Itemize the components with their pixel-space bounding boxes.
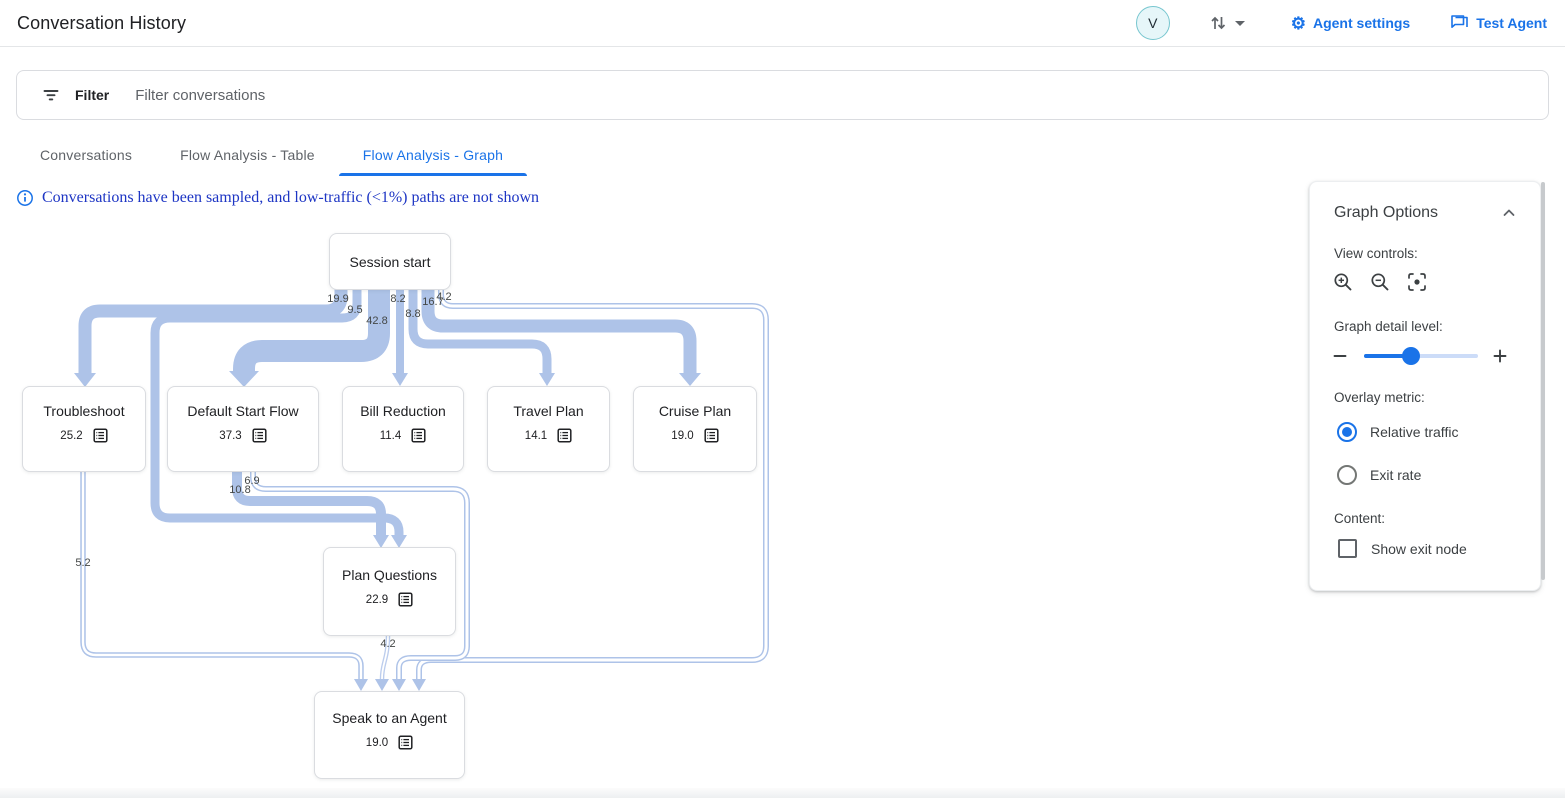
filter-label: Filter [75,87,110,103]
slider-thumb[interactable] [1401,347,1420,365]
arrowhead [229,371,259,387]
app-header: Conversation History V ⚙ Agent settings [0,0,1565,47]
edge-label: 9.5 [347,304,363,316]
agent-settings-button[interactable]: ⚙ Agent settings [1291,15,1410,32]
graph-detail-label: Graph detail level: [1334,319,1443,334]
import-export-icon [1211,16,1225,30]
arrowhead [679,373,701,386]
sort-order-button[interactable] [1208,13,1245,33]
node-traffic-value: 22.9 [365,593,389,606]
tab-flow-analysis-graph[interactable]: Flow Analysis - Graph [338,133,528,176]
graph-options-panel: Graph Options View controls: Graph detai… [1309,181,1541,591]
details-icon[interactable] [398,592,413,607]
node-traffic-value: 25.2 [60,429,83,442]
center-focus-button[interactable] [1406,271,1428,293]
edge-label: 19.9 [327,293,349,305]
gear-icon: ⚙ [1290,13,1306,33]
edge-troubleshoot-speak [80,470,364,679]
radio-icon [1337,422,1357,442]
detail-increase-button[interactable] [1492,348,1508,364]
arrowhead [74,373,96,387]
details-icon[interactable] [557,428,572,443]
slider-fill [1364,354,1411,358]
flow-node-cruise-plan[interactable]: Cruise Plan 19.0 [633,386,757,472]
edge-session-troubleshoot [78,288,348,373]
radio-relative-traffic[interactable]: Relative traffic [1337,422,1540,442]
edge-session-cruiseplan [421,288,697,373]
details-icon[interactable] [704,428,719,443]
checkbox-icon [1338,539,1357,558]
node-traffic-value: 19.0 [365,736,389,749]
radio-icon [1337,465,1357,485]
chat-icon [1451,15,1469,28]
flow-node-speak-to-an-agent[interactable]: Speak to an Agent 19.0 [314,691,465,779]
details-icon[interactable] [398,735,413,750]
edge-label: 5.2 [75,557,91,569]
notice-text: Conversations have been sampled, and low… [42,189,540,206]
overlay-metric-label: Overlay metric: [1334,390,1425,405]
filter-icon [41,85,61,105]
node-traffic-value: 11.4 [379,429,402,442]
edge-session-speak [416,288,769,679]
agent-settings-label: Agent settings [1312,15,1411,31]
tab-conversations[interactable]: Conversations [40,146,133,163]
arrowhead [354,679,368,691]
filter-bar[interactable]: Filter [16,70,1549,120]
zoom-out-button[interactable] [1369,271,1391,293]
arrowhead [392,373,408,386]
content-label: Content: [1334,511,1386,526]
collapse-panel-button[interactable] [1500,204,1518,222]
flow-node-troubleshoot[interactable]: Troubleshoot 25.2 [22,386,146,472]
flow-node-default-start-flow[interactable]: Default Start Flow 37.3 [167,386,319,472]
edge-label: 42.8 [366,315,388,327]
flow-node-plan-questions[interactable]: Plan Questions 22.9 [323,547,456,636]
flow-node-bill-reduction[interactable]: Bill Reduction 11.4 [342,386,464,472]
edge-label: 8.2 [390,293,406,305]
test-agent-label: Test Agent [1476,15,1547,31]
view-controls-label: View controls: [1334,246,1418,261]
details-icon[interactable] [93,428,108,443]
panel-title: Graph Options [1334,204,1439,221]
edge-label: 8.8 [405,308,421,320]
radio-exit-rate[interactable]: Exit rate [1337,465,1540,485]
scrollbar[interactable] [1541,182,1545,580]
arrowhead [392,679,406,691]
details-icon[interactable] [252,428,267,443]
flow-node-session-start[interactable]: Session start [329,233,451,290]
edge-session-defaultstartflow [233,288,390,380]
tab-bar: Conversations Flow Analysis - Table Flow… [16,133,528,176]
filter-conversations-input[interactable] [133,85,538,105]
avatar-initial: V [1148,15,1158,31]
graph-detail-slider[interactable] [1364,347,1478,365]
checkbox-show-exit-node[interactable]: Show exit node [1338,539,1540,558]
user-avatar[interactable]: V [1135,6,1170,40]
info-icon [17,190,33,206]
arrowhead [375,679,389,691]
sampling-notice: Conversations have been sampled, and low… [16,189,539,207]
tab-flow-analysis-table[interactable]: Flow Analysis - Table [180,146,315,163]
node-traffic-value: 37.3 [219,429,242,442]
edge-label: 4.2 [380,638,396,650]
zoom-in-button[interactable] [1332,271,1354,293]
page-title: Conversation History [17,12,187,33]
node-traffic-value: 19.0 [671,429,694,442]
arrowhead [412,679,426,691]
arrowhead [539,373,555,386]
chevron-down-icon [1234,20,1245,26]
bottom-edge [0,788,1565,798]
node-traffic-value: 14.1 [524,429,548,442]
details-icon[interactable] [411,428,426,443]
test-agent-button[interactable]: Test Agent [1450,14,1547,32]
edge-label: 6.9 [244,475,260,487]
flow-node-travel-plan[interactable]: Travel Plan 14.1 [487,386,610,472]
edge-label: 4.2 [436,291,452,303]
detail-decrease-button[interactable] [1332,348,1348,364]
